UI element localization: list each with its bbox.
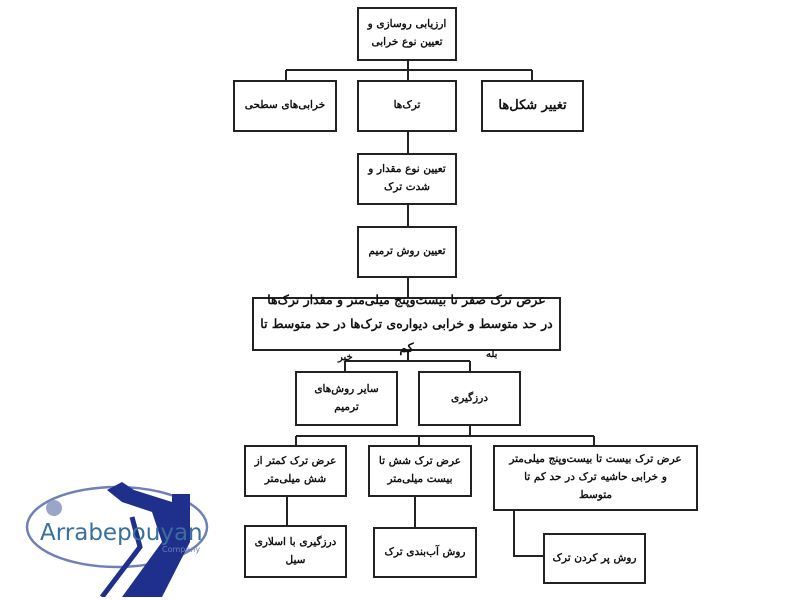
logo-sub: Company xyxy=(162,545,200,554)
node-determine-method: تعیین روش ترمیم xyxy=(357,226,457,278)
node-condition: عرض ترک صفر تا بیست‌وپنج میلی‌متر و مقدا… xyxy=(252,292,561,355)
logo-name: Arrabepouyan xyxy=(40,520,203,546)
road-edge xyxy=(100,516,143,597)
node-determine-crack: تعیین نوع مقدار و شدت ترک xyxy=(357,153,457,205)
yes-label: بله xyxy=(486,349,498,360)
node-width-6-20: عرض ترک شش تا بیست میلی‌متر xyxy=(368,445,472,497)
node-width-under-6: عرض ترک کمتر از شش میلی‌متر xyxy=(244,445,347,497)
node-deformations: تغییر شکل‌ها xyxy=(481,80,584,132)
globe-icon xyxy=(46,500,62,516)
node-other-methods: سایر روش‌های ترمیم xyxy=(295,371,398,426)
no-label: خیر xyxy=(338,352,353,363)
node-sealing: درزگیری xyxy=(418,371,521,426)
node-slurry-seal: درزگیری با اسلاری سیل xyxy=(244,525,347,578)
node-cracks: ترک‌ها xyxy=(357,80,457,132)
node-surface-defects: خرابی‌های سطحی xyxy=(233,80,337,132)
root-node: ارزیابی روسازی و تعیین نوع خرابی xyxy=(357,7,457,61)
node-crack-filling: روش پر کردن ترک xyxy=(543,533,646,584)
node-width-20-25: عرض ترک بیست تا بیست‌وپنج میلی‌متر و خرا… xyxy=(493,445,698,511)
wall-road-icon xyxy=(107,482,190,597)
node-crack-sealing: روش آب‌بندی ترک xyxy=(373,527,477,578)
company-logo: Arrabepouyan Company xyxy=(25,482,209,597)
